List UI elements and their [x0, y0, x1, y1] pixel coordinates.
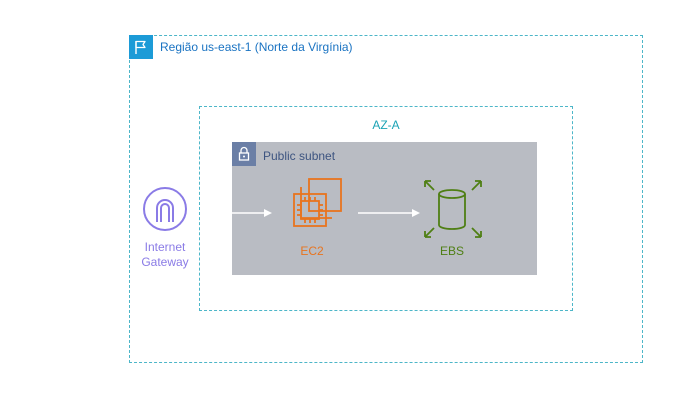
region-container	[129, 35, 643, 363]
region-label: Região us-east-1 (Norte da Virgínia)	[160, 40, 353, 54]
arrow-ec2-to-ebs	[358, 209, 420, 217]
public-subnet-label: Public subnet	[263, 149, 336, 163]
ec2-label: EC2	[300, 244, 324, 258]
internet-gateway-icon	[143, 187, 187, 231]
flag-icon	[129, 35, 153, 59]
internet-gateway-label: Internet Gateway	[130, 240, 200, 270]
internet-gateway-label-line1: Internet	[144, 240, 186, 254]
availability-zone-container	[199, 106, 573, 311]
public-subnet-container	[232, 142, 537, 275]
internet-gateway-label-line2: Gateway	[141, 255, 189, 269]
arrow-igw-to-ec2	[232, 209, 272, 217]
ebs-volume-icon	[424, 180, 482, 238]
ebs-label: EBS	[439, 244, 464, 258]
ec2-chip-icon	[293, 178, 342, 227]
lock-icon	[232, 142, 256, 166]
availability-zone-label: AZ-A	[372, 118, 400, 132]
